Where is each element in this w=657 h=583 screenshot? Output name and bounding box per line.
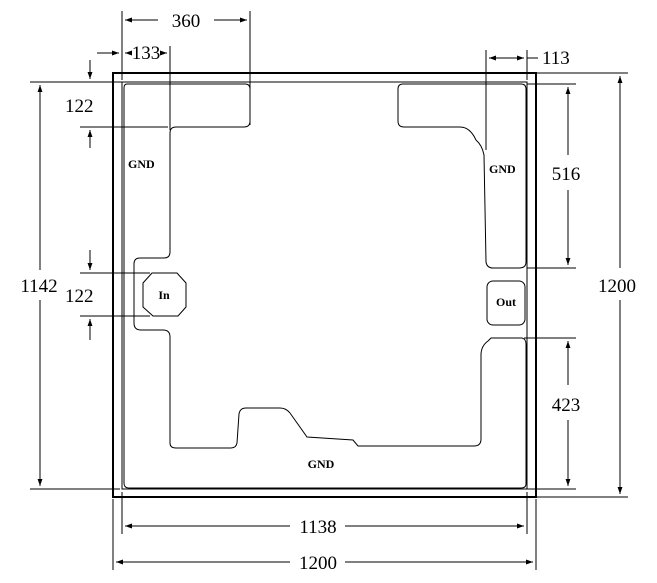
outer-boundary: [112, 72, 537, 498]
gnd-label-bottom: GND: [308, 457, 335, 471]
dim-label-516: 516: [552, 164, 581, 185]
dim-label-1200-right: 1200: [598, 276, 636, 297]
top-right-pad: [397, 83, 527, 269]
dim-label-423: 423: [552, 395, 581, 416]
dim-label-122-top: 122: [65, 96, 94, 117]
in-port: [142, 272, 187, 317]
in-port-label: In: [158, 288, 170, 302]
gnd-label-right: GND: [489, 162, 516, 176]
gnd-label-left: GND: [128, 157, 155, 171]
dim-label-360: 360: [172, 11, 201, 32]
out-port-label: Out: [496, 295, 516, 309]
dim-label-1200-bottom: 1200: [299, 553, 337, 574]
dim-label-113: 113: [542, 48, 570, 69]
dim-label-133: 133: [132, 43, 161, 64]
out-port: [486, 280, 526, 326]
top-left-pad: [123, 83, 527, 489]
inner-boundary: [121, 81, 528, 490]
dim-label-122-port: 122: [65, 286, 94, 307]
dim-label-1142: 1142: [20, 276, 57, 297]
dim-label-1138: 1138: [299, 517, 336, 538]
